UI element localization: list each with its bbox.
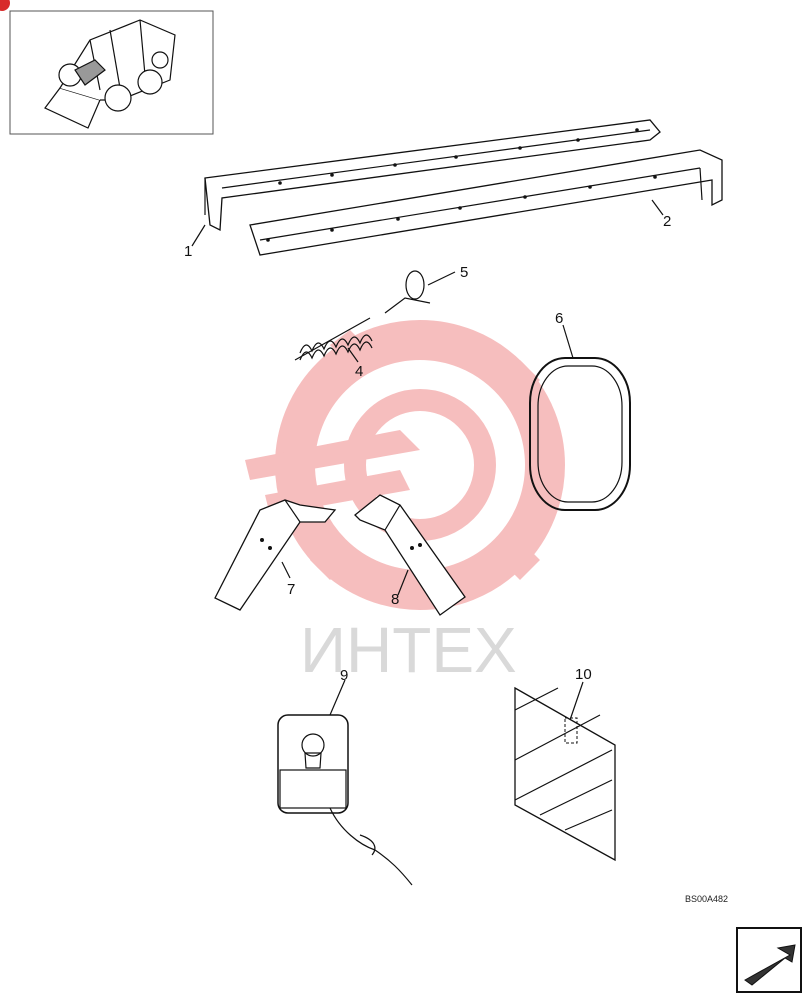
watermark-text: ИНТЕХ — [300, 614, 517, 686]
part-8-bracket — [354, 494, 466, 616]
callout-1: 1 — [184, 243, 192, 260]
next-page-arrow-icon[interactable] — [736, 927, 802, 993]
drawing-code: BS00A482 — [685, 894, 728, 904]
callout-8: 8 — [391, 591, 399, 608]
part-2-rail — [249, 149, 723, 256]
leader-lines — [191, 199, 664, 721]
callout-10: 10 — [575, 666, 592, 683]
callout-2: 2 — [663, 213, 671, 230]
part-5-pin — [384, 270, 431, 314]
watermark-gear-icon — [245, 320, 565, 610]
part-10-decal — [514, 686, 616, 862]
part-7-bracket — [214, 499, 337, 611]
skid-steer-loader-icon — [44, 19, 176, 129]
callout-7: 7 — [287, 581, 295, 598]
corner-badge — [0, 0, 10, 11]
callout-4: 4 — [355, 363, 363, 380]
part-9-beacon — [277, 714, 413, 886]
callout-9: 9 — [340, 667, 348, 684]
part-1-rail — [204, 119, 661, 232]
callout-6: 6 — [555, 310, 563, 327]
part-6-seal — [529, 357, 631, 511]
part-4-spring — [294, 317, 373, 361]
callout-5: 5 — [460, 264, 468, 281]
